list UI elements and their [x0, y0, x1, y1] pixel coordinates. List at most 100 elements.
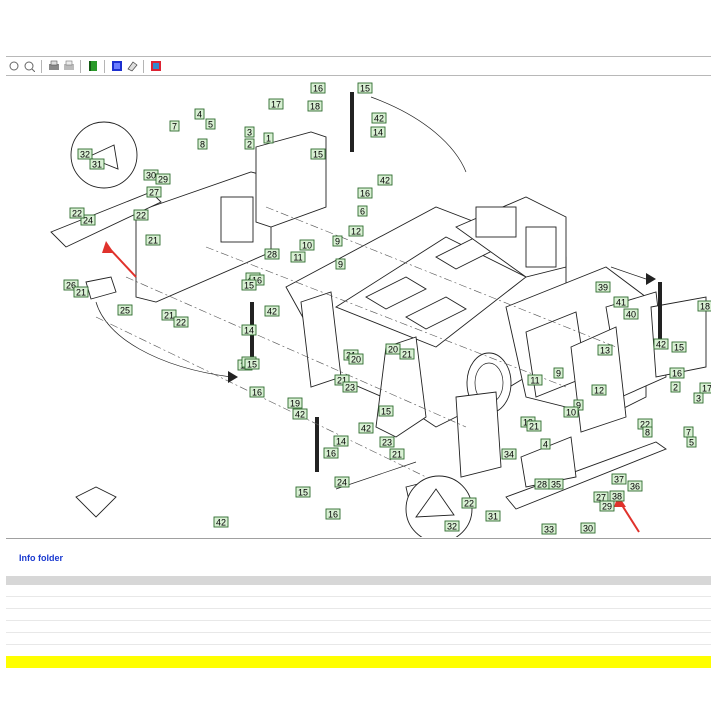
part-callout-15[interactable]: 15 — [295, 486, 311, 498]
part-callout-15[interactable]: 15 — [378, 405, 394, 417]
part-callout-1[interactable]: 1 — [263, 132, 274, 144]
part-callout-8[interactable]: 8 — [642, 426, 653, 438]
part-callout-3[interactable]: 3 — [693, 392, 704, 404]
part-callout-20[interactable]: 20 — [385, 343, 401, 355]
part-callout-2[interactable]: 2 — [244, 138, 255, 150]
part-callout-14[interactable]: 14 — [333, 435, 349, 447]
part-callout-22[interactable]: 22 — [173, 316, 189, 328]
part-callout-4[interactable]: 4 — [540, 438, 551, 450]
part-callout-42[interactable]: 42 — [292, 408, 308, 420]
part-callout-38[interactable]: 38 — [609, 490, 625, 502]
part-callout-10[interactable]: 10 — [299, 239, 315, 251]
part-callout-16[interactable]: 16 — [310, 82, 326, 94]
part-callout-16[interactable]: 16 — [323, 447, 339, 459]
print-icon[interactable] — [47, 60, 60, 73]
part-callout-24[interactable]: 24 — [80, 214, 96, 226]
part-callout-11[interactable]: 11 — [527, 374, 543, 386]
part-callout-2[interactable]: 2 — [670, 381, 681, 393]
part-callout-22[interactable]: 22 — [133, 209, 149, 221]
part-callout-19[interactable]: 19 — [287, 397, 303, 409]
part-callout-35[interactable]: 35 — [548, 478, 564, 490]
book-icon[interactable] — [86, 60, 99, 73]
part-callout-21[interactable]: 21 — [389, 448, 405, 460]
part-callout-17[interactable]: 17 — [699, 382, 711, 394]
part-callout-33[interactable]: 33 — [541, 523, 557, 535]
part-callout-21[interactable]: 21 — [526, 420, 542, 432]
part-callout-15[interactable]: 15 — [310, 148, 326, 160]
zoom-fit-icon[interactable] — [8, 60, 21, 73]
part-callout-36[interactable]: 36 — [627, 480, 643, 492]
part-callout-4[interactable]: 4 — [194, 108, 205, 120]
part-callout-18[interactable]: 18 — [307, 100, 323, 112]
part-callout-30[interactable]: 30 — [580, 522, 596, 534]
part-callout-6[interactable]: 6 — [357, 205, 368, 217]
part-callout-18[interactable]: 18 — [697, 300, 711, 312]
part-callout-15[interactable]: 15 — [244, 358, 260, 370]
part-callout-9[interactable]: 9 — [573, 399, 584, 411]
part-callout-10[interactable]: 10 — [563, 406, 579, 418]
part-callout-15[interactable]: 15 — [671, 341, 687, 353]
part-callout-23[interactable]: 23 — [379, 436, 395, 448]
part-callout-14[interactable]: 14 — [370, 126, 386, 138]
part-callout-42[interactable]: 42 — [371, 112, 387, 124]
part-callout-42[interactable]: 42 — [653, 338, 669, 350]
part-callout-12[interactable]: 12 — [348, 225, 364, 237]
part-callout-32[interactable]: 32 — [444, 520, 460, 532]
part-callout-17[interactable]: 17 — [268, 98, 284, 110]
part-callout-13[interactable]: 13 — [597, 344, 613, 356]
part-callout-37[interactable]: 37 — [611, 473, 627, 485]
part-callout-7[interactable]: 7 — [683, 426, 694, 438]
part-callout-28[interactable]: 28 — [534, 478, 550, 490]
part-callout-21[interactable]: 21 — [145, 234, 161, 246]
highlighted-row[interactable] — [6, 656, 711, 668]
zoom-actual-icon[interactable] — [23, 60, 36, 73]
part-callout-42[interactable]: 42 — [264, 305, 280, 317]
part-callout-16[interactable]: 16 — [325, 508, 341, 520]
part-callout-9[interactable]: 9 — [553, 367, 564, 379]
part-callout-42[interactable]: 42 — [358, 422, 374, 434]
eraser-icon[interactable] — [125, 60, 138, 73]
part-callout-27[interactable]: 27 — [146, 186, 162, 198]
part-callout-22[interactable]: 22 — [69, 207, 85, 219]
part-callout-31[interactable]: 31 — [485, 510, 501, 522]
part-callout-42[interactable]: 42 — [377, 174, 393, 186]
part-callout-29[interactable]: 29 — [599, 500, 615, 512]
part-callout-24[interactable]: 24 — [334, 476, 350, 488]
part-callout-11[interactable]: 11 — [290, 251, 306, 263]
part-callout-32[interactable]: 32 — [77, 148, 93, 160]
part-callout-42[interactable]: 42 — [213, 516, 229, 528]
part-callout-7[interactable]: 7 — [169, 120, 180, 132]
part-callout-21[interactable]: 21 — [399, 348, 415, 360]
export-icon[interactable] — [149, 60, 162, 73]
part-callout-14[interactable]: 14 — [241, 324, 257, 336]
part-callout-16[interactable]: 16 — [249, 386, 265, 398]
part-callout-20[interactable]: 20 — [348, 353, 364, 365]
part-callout-15[interactable]: 15 — [357, 82, 373, 94]
part-callout-34[interactable]: 34 — [501, 448, 517, 460]
part-callout-12[interactable]: 12 — [591, 384, 607, 396]
part-callout-26[interactable]: 26 — [63, 279, 79, 291]
part-callout-39[interactable]: 39 — [595, 281, 611, 293]
part-callout-3[interactable]: 3 — [244, 126, 255, 138]
part-callout-21[interactable]: 21 — [73, 286, 89, 298]
part-callout-29[interactable]: 29 — [155, 173, 171, 185]
part-callout-15[interactable]: 15 — [241, 279, 257, 291]
part-callout-16[interactable]: 16 — [669, 367, 685, 379]
part-callout-5[interactable]: 5 — [205, 118, 216, 130]
part-callout-21[interactable]: 21 — [161, 309, 177, 321]
part-callout-22[interactable]: 22 — [461, 497, 477, 509]
part-callout-23[interactable]: 23 — [342, 381, 358, 393]
part-callout-40[interactable]: 40 — [623, 308, 639, 320]
part-callout-16[interactable]: 16 — [357, 187, 373, 199]
part-callout-9[interactable]: 9 — [332, 235, 343, 247]
part-callout-31[interactable]: 31 — [89, 158, 105, 170]
select-icon[interactable] — [110, 60, 123, 73]
part-callout-21[interactable]: 21 — [334, 374, 350, 386]
part-callout-41[interactable]: 41 — [613, 296, 629, 308]
print-preview-icon[interactable] — [62, 60, 75, 73]
part-callout-28[interactable]: 28 — [264, 248, 280, 260]
info-folder-link[interactable]: Info folder — [19, 553, 63, 563]
part-callout-5[interactable]: 5 — [686, 436, 697, 448]
part-callout-8[interactable]: 8 — [197, 138, 208, 150]
part-callout-9[interactable]: 9 — [335, 258, 346, 270]
